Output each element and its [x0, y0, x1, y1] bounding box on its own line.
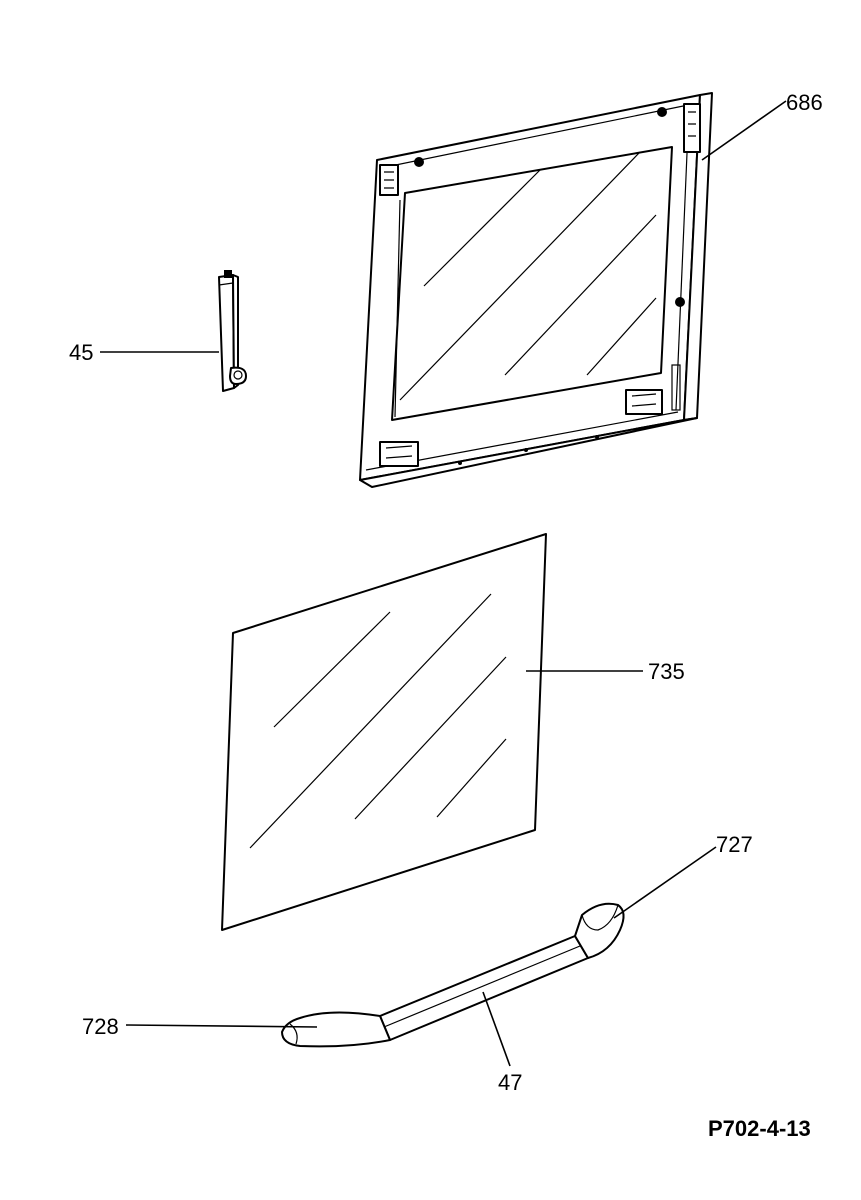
- leader-lines: [100, 100, 787, 1067]
- label-727: 727: [716, 832, 753, 857]
- label-45: 45: [69, 340, 93, 365]
- end-cap-728: [281, 1011, 391, 1048]
- part-labels: 686 45 735 727 728 47: [69, 90, 823, 1095]
- diagram-code: P702-4-13: [708, 1116, 811, 1141]
- label-728: 728: [82, 1014, 119, 1039]
- door-handle-assembly[interactable]: [281, 902, 625, 1048]
- hinge-bracket-45[interactable]: [218, 270, 247, 392]
- label-735: 735: [648, 659, 685, 684]
- glass-pane-735[interactable]: [221, 533, 547, 931]
- door-frame-686[interactable]: [359, 92, 713, 488]
- label-686: 686: [786, 90, 823, 115]
- handle-bar-47: [379, 935, 589, 1041]
- label-47: 47: [498, 1070, 522, 1095]
- end-cap-727: [574, 902, 625, 959]
